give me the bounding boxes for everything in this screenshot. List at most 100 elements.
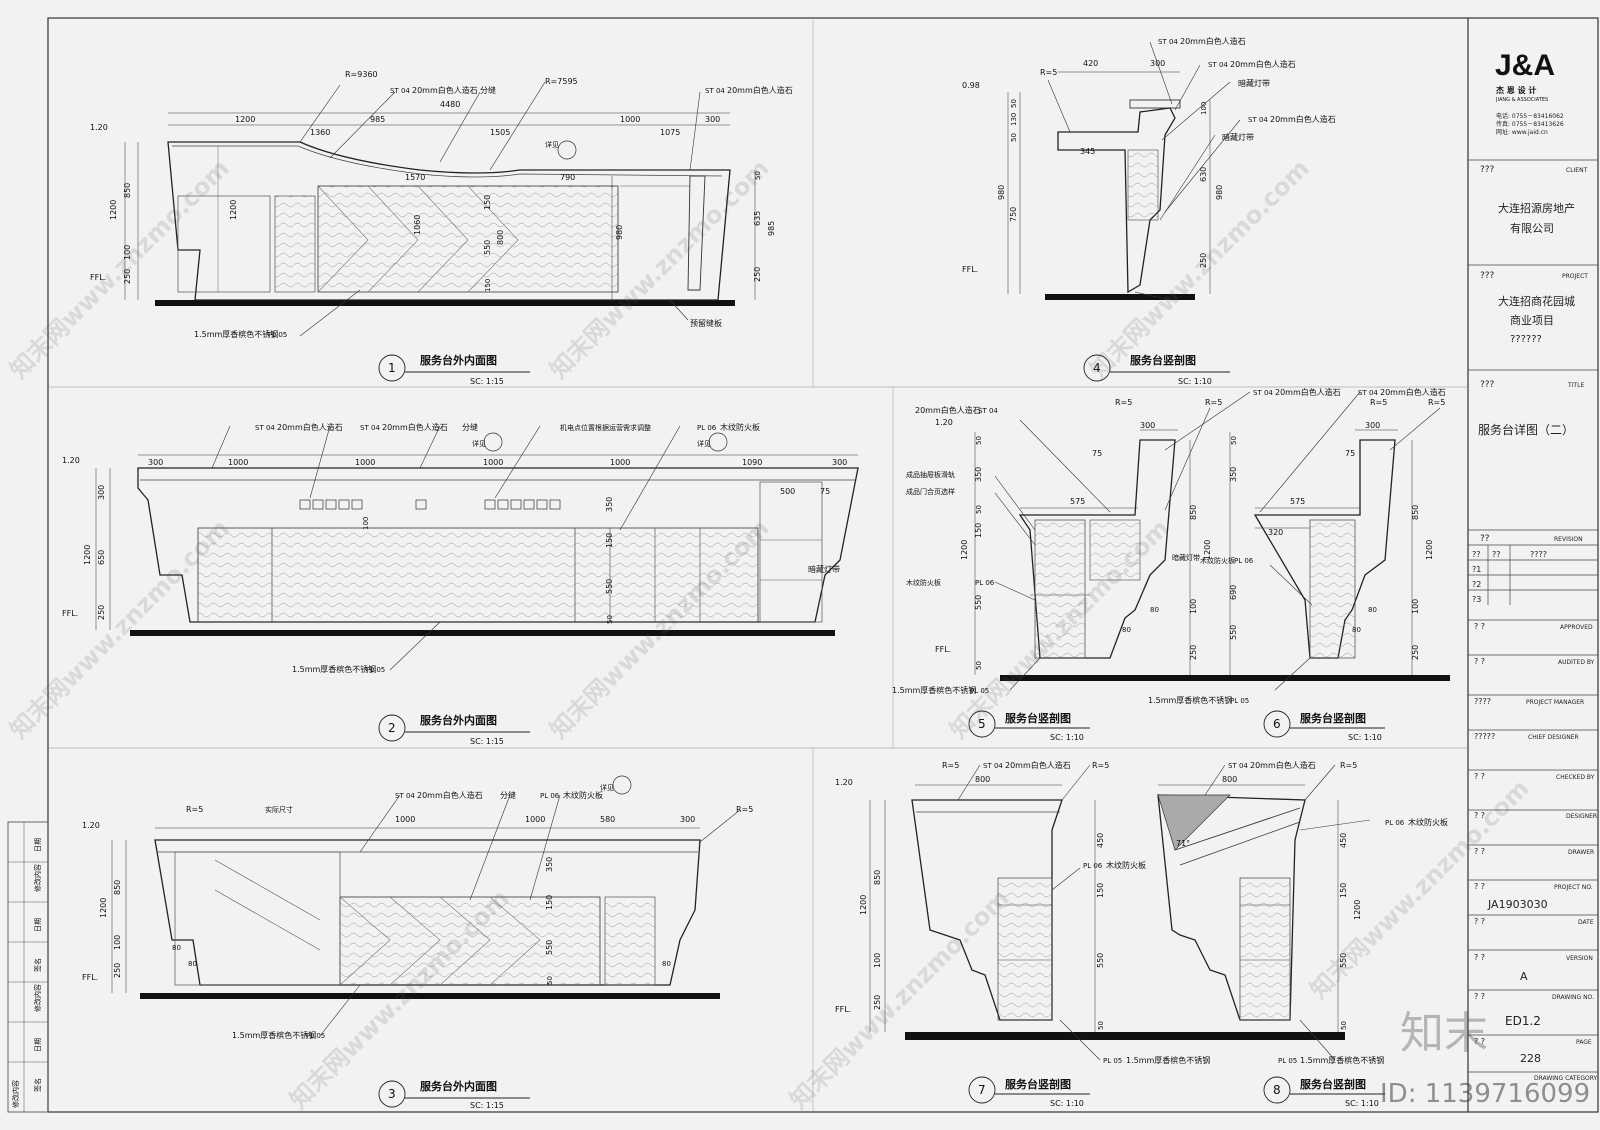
v7-fireboard-tag: PL 06 xyxy=(1083,862,1103,870)
v7-fireboard-label: 木纹防火板 xyxy=(1106,860,1146,870)
v1-stone-tag-2: ST 04 xyxy=(705,87,725,95)
v3-dim-in-6: 80 xyxy=(188,960,197,968)
v5-dim-left-6: 550 xyxy=(974,595,983,610)
tb-rev-r2: ?2 xyxy=(1472,580,1481,589)
strip-label-3: 日期 xyxy=(34,918,42,932)
tb-date-label: DATE xyxy=(1578,919,1594,926)
tb-designer-q: ? ? xyxy=(1474,811,1485,820)
v1-ffl: FFL. xyxy=(90,273,106,282)
tb-cd-label: CHIEF DESIGNER xyxy=(1528,734,1579,741)
v7-dim-left-2: 1200 xyxy=(859,895,868,915)
tb-revision-q: ?? xyxy=(1480,534,1490,544)
view-6-number: 6 xyxy=(1273,717,1281,731)
v3-dim-in-3: 550 xyxy=(545,940,554,955)
v4-stone-tag-3: ST 04 xyxy=(1248,116,1268,124)
v1-dim-in-7: 635 xyxy=(753,211,762,226)
v3-ffl: FFL. xyxy=(82,973,98,982)
v2-see-1: 详见 xyxy=(472,439,486,448)
v4-ffl: FFL. xyxy=(962,265,978,274)
v2-fireboard-label: 木纹防火板 xyxy=(720,422,760,432)
v2-fireboard-tag: PL 06 xyxy=(697,424,717,432)
v2-dim-top-1: 300 xyxy=(148,458,163,467)
tb-page-q: ? ? xyxy=(1474,1037,1485,1046)
v1-dim-left-3: 100 xyxy=(123,245,132,260)
view-1-scale: SC: 1:15 xyxy=(470,377,504,386)
tb-designer-label: DESIGNER xyxy=(1566,813,1597,820)
v6-dim-right-3: 100 xyxy=(1411,599,1420,614)
v8-dim-right-3: 550 xyxy=(1339,953,1348,968)
v7-dim-left-3: 100 xyxy=(873,953,882,968)
tb-rev-h3: ???? xyxy=(1530,550,1547,559)
tb-audited-label: AUDITED BY xyxy=(1558,659,1595,666)
v6-fireboard-label: 木纹防火板 xyxy=(1200,556,1235,565)
logo-name-cn: 杰 恩 设 计 xyxy=(1496,85,1536,95)
v1-level: 1.20 xyxy=(90,123,108,132)
view-4-section xyxy=(1007,41,1241,301)
v8-steel-tag: PL 05 xyxy=(1278,1057,1297,1065)
v2-dim-left-2: 1200 xyxy=(83,545,92,565)
view-4-scale: SC: 1:10 xyxy=(1178,377,1212,386)
strip-label-8: 修改内容 xyxy=(11,1080,20,1108)
v2-seam-label: 分缝 xyxy=(462,422,478,432)
v1-dim-in-10: 150 xyxy=(484,279,492,292)
v1-dim-low-1: 1570 xyxy=(405,173,425,182)
view-3-elevation xyxy=(111,775,741,1037)
v3-dim-in-7: 80 xyxy=(662,960,671,968)
v8-dim-top: 800 xyxy=(1222,775,1237,784)
v4-radius: R=5 xyxy=(1040,68,1057,77)
v2-dim-left-3: 650 xyxy=(97,550,106,565)
v6-radius-a: R=5 xyxy=(1370,398,1387,407)
v2-led-label: 暗藏灯带 xyxy=(808,564,840,574)
v3-fireboard-label: 木纹防火板 xyxy=(563,790,603,800)
v2-dim-in-3: 550 xyxy=(605,579,614,594)
v7-dim-right-4: 50 xyxy=(1097,1021,1105,1030)
v4-dim-left-3: 50 xyxy=(1010,133,1018,142)
v6-radius-b: R=5 xyxy=(1428,398,1445,407)
v2-dim-in-4: 50 xyxy=(606,615,614,624)
v5-stone-label-b: 20mm白色人造石 xyxy=(1275,387,1341,397)
view-8-title: 服务台竖剖图 xyxy=(1300,1077,1366,1091)
v2-stone-tag-1: ST 04 xyxy=(255,424,275,432)
v6-stone-label: 20mm白色人造石 xyxy=(1380,387,1446,397)
view-8-section xyxy=(1157,764,1371,1061)
v3-dim-left-3: 100 xyxy=(113,935,122,950)
v6-dim-right-2: 1200 xyxy=(1425,540,1434,560)
tb-project-label: PROJECT xyxy=(1562,273,1588,280)
v3-dim-left-2: 1200 xyxy=(99,898,108,918)
v2-dim-in-2: 150 xyxy=(605,533,614,548)
title-block-grid xyxy=(1468,159,1598,1073)
v5-steel-label: 1.5mm厚香槟色不锈钢 xyxy=(892,685,976,695)
v3-dim-top-4: 300 xyxy=(680,815,695,824)
v2-level: 1.20 xyxy=(62,456,80,465)
v1-dim-mid-3: 1075 xyxy=(660,128,680,137)
v1-dim-mid-1: 1360 xyxy=(310,128,330,137)
v3-radius-a: R=5 xyxy=(186,805,203,814)
logo-mark: J&A xyxy=(1495,49,1555,82)
tb-rev-h2: ?? xyxy=(1492,550,1501,559)
view-2-number: 2 xyxy=(388,721,396,735)
logo-web: 网址: www.jaid.cn xyxy=(1496,128,1548,136)
v2-dim-top-7: 300 xyxy=(832,458,847,467)
v4-stone-tag-2: ST 04 xyxy=(1208,61,1228,69)
v8-fireboard-label: 木纹防火板 xyxy=(1408,817,1448,827)
v5-dim-right-4: 250 xyxy=(1189,645,1198,660)
tb-checked-label: CHECKED BY xyxy=(1556,774,1595,781)
v1-radius-b: R=7595 xyxy=(545,77,578,86)
v2-dim-left-4: 250 xyxy=(97,605,106,620)
v1-dim-mid-2: 1505 xyxy=(490,128,510,137)
v3-stone-tag: ST 04 xyxy=(395,792,415,800)
v1-steel-label: 1.5mm厚香槟色不锈钢 xyxy=(194,329,278,339)
v4-led-label-1: 暗藏灯带 xyxy=(1238,78,1270,88)
v5-dim-right-2: 1200 xyxy=(1203,540,1212,560)
v7-dim-top: 800 xyxy=(975,775,990,784)
v7-radius-b: R=5 xyxy=(1092,761,1109,770)
v3-dim-top-3: 580 xyxy=(600,815,615,824)
v4-dim-right-4: 250 xyxy=(1199,253,1208,268)
view-1-title: 服务台外内面图 xyxy=(420,353,497,367)
v2-stone-tag-2: ST 04 xyxy=(360,424,380,432)
v3-steel-label: 1.5mm厚香槟色不锈钢 xyxy=(232,1030,316,1040)
tb-client-q: ??? xyxy=(1480,165,1495,175)
view-5-number: 5 xyxy=(978,717,986,731)
v1-stone-label-2: 20mm白色人造石 xyxy=(727,85,793,95)
